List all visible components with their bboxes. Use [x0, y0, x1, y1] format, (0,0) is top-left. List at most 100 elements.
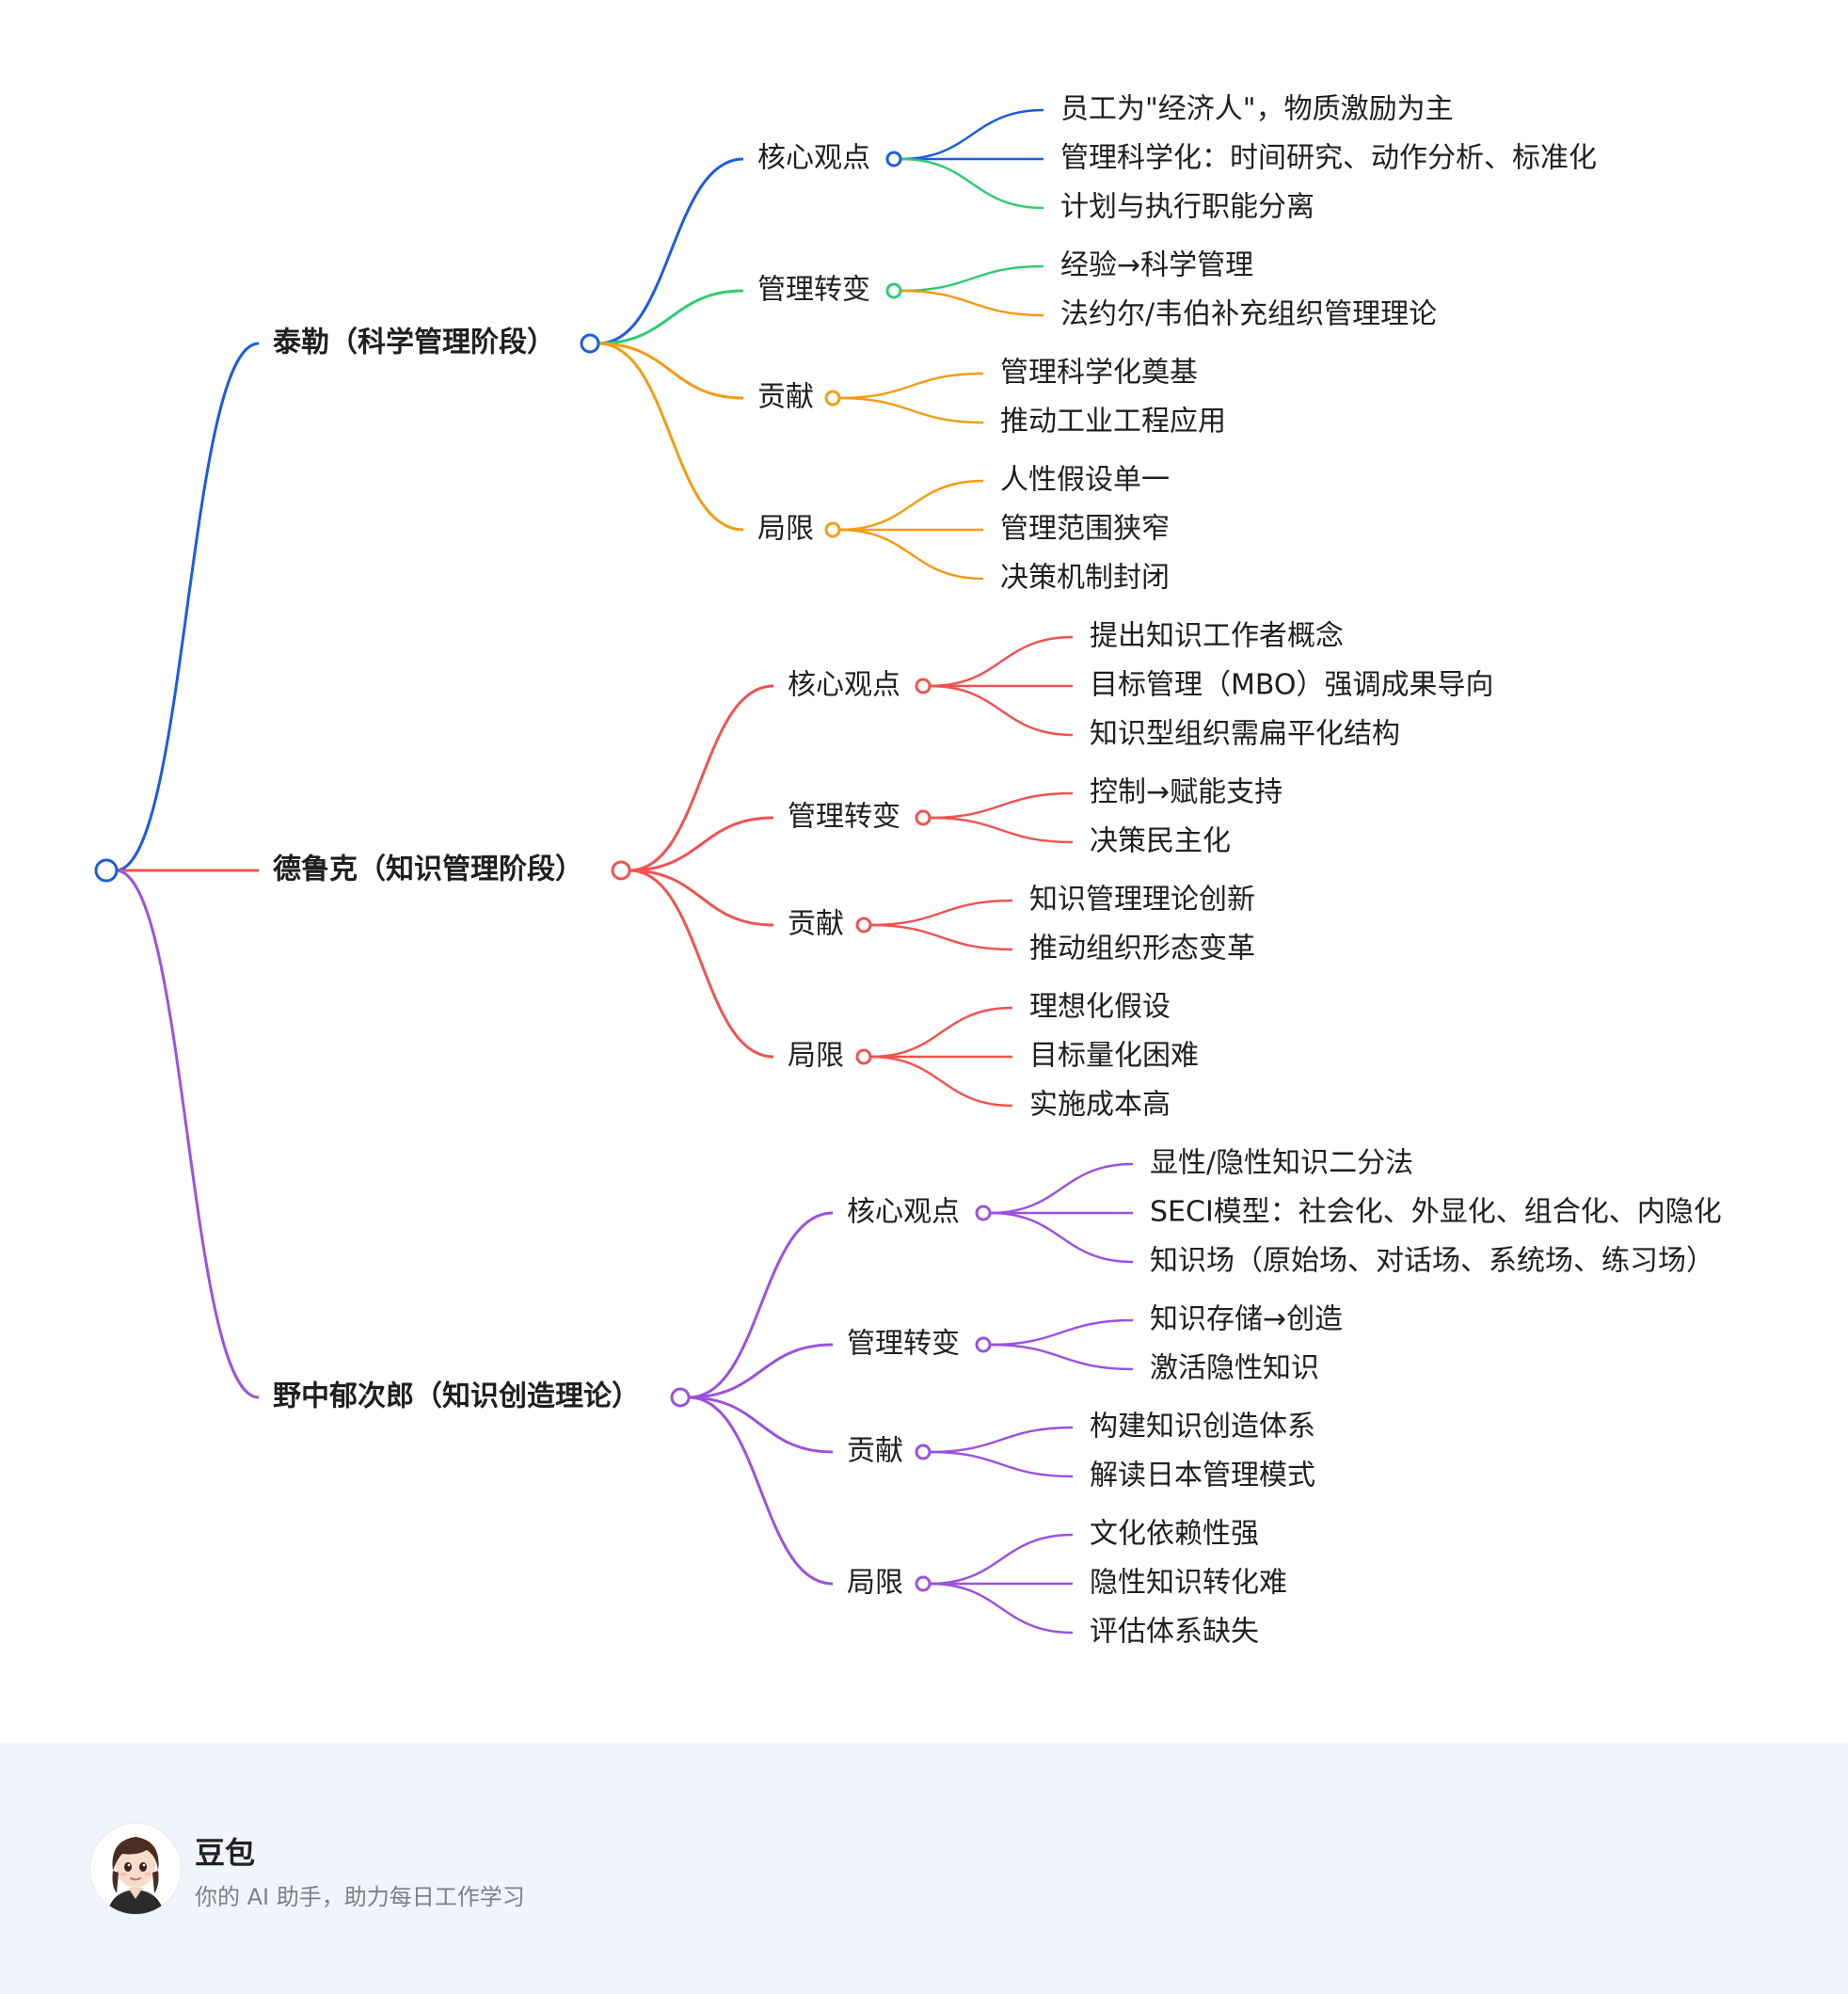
edge-topic-to-leaf [869, 923, 1013, 951]
topic-node [824, 521, 841, 538]
root-node [94, 858, 119, 883]
avatar [90, 1824, 181, 1914]
edge-topic-to-leaf [838, 372, 984, 400]
edge-branch-to-topic [597, 342, 744, 532]
topic-label: 贡献 [788, 908, 844, 941]
edge-branch-to-topic [629, 684, 774, 872]
edge-topic-to-leaf [900, 264, 1044, 293]
brand-slogan: 你的 AI 助手，助力每日工作学习 [195, 1884, 525, 1910]
leaf-label: 解读日本管理模式 [1090, 1460, 1315, 1492]
avatar-illustration [90, 1824, 181, 1914]
edge-topic-to-leaf [929, 684, 1074, 737]
branch-node [611, 860, 631, 881]
edge-root-to-branch [115, 869, 260, 1399]
leaf-label: 目标管理（MBO）强调成果导向 [1090, 669, 1494, 702]
topic-node [885, 151, 902, 167]
leaf-label: 管理范围狭窄 [1000, 513, 1170, 546]
topic-node [824, 390, 841, 407]
topic-label: 贡献 [847, 1435, 903, 1468]
edge-topic-to-leaf [900, 289, 1044, 317]
edge-topic-to-leaf [929, 1582, 1074, 1635]
leaf-label: 文化依赖性强 [1090, 1518, 1259, 1551]
edge-topic-to-leaf [869, 899, 1013, 927]
topic-node [915, 1444, 932, 1460]
topic-label: 局限 [757, 513, 814, 546]
edge-topic-to-leaf [989, 1162, 1134, 1215]
edge-branch-to-topic [629, 816, 774, 872]
topic-label: 管理转变 [757, 274, 870, 307]
edge-topic-to-leaf [900, 108, 1044, 161]
topic-label: 贡献 [757, 381, 814, 414]
footer: 豆包 你的 AI 助手，助力每日工作学习 [0, 1743, 1848, 1994]
leaf-label: 控制→赋能支持 [1090, 776, 1282, 809]
topic-label: 核心观点 [757, 142, 870, 175]
leaf-label: 计划与执行职能分离 [1060, 191, 1314, 224]
topic-node [855, 1048, 872, 1065]
leaf-label: 知识存储→创造 [1150, 1303, 1343, 1336]
leaf-label: 决策机制封闭 [1000, 562, 1170, 595]
leaf-label: 员工为"经济人"，物质激励为主 [1060, 93, 1454, 126]
edge-topic-to-leaf [929, 791, 1074, 820]
topic-node [855, 917, 872, 933]
leaf-label: 经验→科学管理 [1060, 249, 1253, 282]
topic-node [885, 282, 902, 299]
topic-node [915, 678, 932, 694]
topic-label: 管理转变 [847, 1328, 960, 1361]
leaf-label: 理想化假设 [1029, 991, 1171, 1024]
mindmap-edges [115, 108, 1134, 1635]
topic-label: 管理转变 [788, 801, 900, 834]
leaf-label: 激活隐性知识 [1150, 1352, 1319, 1385]
mindmap-canvas: 泰勒（科学管理阶段） 核心观点 员工为"经济人"，物质激励为主管理科学化：时间研究、… [94, 93, 1722, 1649]
branch-node [580, 333, 600, 354]
leaf-label: 管理科学化：时间研究、动作分析、标准化 [1060, 142, 1597, 175]
edge-root-to-branch [115, 342, 260, 872]
mindmap-nodes [94, 151, 992, 1592]
edge-topic-to-leaf [838, 528, 984, 581]
branch-label: 泰勒（科学管理阶段） [273, 327, 555, 359]
leaf-label: 显性/隐性知识二分法 [1150, 1147, 1413, 1180]
edge-topic-to-leaf [900, 157, 1044, 210]
leaf-label: 提出知识工作者概念 [1090, 620, 1344, 653]
topic-node [975, 1336, 992, 1353]
leaf-label: 推动工业工程应用 [1000, 406, 1226, 439]
branch-node [670, 1387, 691, 1408]
edge-branch-to-topic [688, 1211, 834, 1399]
topic-label: 核心观点 [788, 669, 900, 702]
leaf-label: 法约尔/韦伯补充组织管理理论 [1060, 298, 1437, 331]
leaf-label: 决策民主化 [1090, 825, 1231, 858]
leaf-label: 管理科学化奠基 [1000, 357, 1198, 390]
edge-topic-to-leaf [869, 1055, 1013, 1108]
brand-name: 豆包 [195, 1835, 256, 1871]
leaf-label: 知识场（原始场、对话场、系统场、练习场） [1150, 1245, 1714, 1278]
edge-topic-to-leaf [989, 1211, 1134, 1264]
leaf-label: 实施成本高 [1029, 1089, 1171, 1122]
edge-branch-to-topic [688, 1396, 834, 1454]
branch-label: 野中郁次郎（知识创造理论） [273, 1380, 640, 1413]
edge-branch-to-topic [629, 869, 774, 1059]
edge-topic-to-leaf [929, 1426, 1074, 1454]
mindmap-labels: 泰勒（科学管理阶段） 核心观点 员工为"经济人"，物质激励为主管理科学化：时间研究、… [273, 93, 1722, 1649]
leaf-label: 隐性知识转化难 [1090, 1567, 1287, 1600]
topic-node [975, 1204, 992, 1221]
edge-topic-to-leaf [838, 396, 984, 424]
edge-branch-to-topic [597, 342, 744, 400]
leaf-label: 评估体系缺失 [1090, 1616, 1259, 1649]
edge-branch-to-topic [629, 869, 774, 927]
edge-topic-to-leaf [989, 1343, 1134, 1371]
leaf-label: SECI模型：社会化、外显化、组合化、内隐化 [1150, 1196, 1722, 1229]
edge-branch-to-topic [597, 289, 744, 345]
leaf-label: 构建知识创造体系 [1090, 1411, 1315, 1444]
leaf-label: 目标量化困难 [1029, 1040, 1199, 1073]
edge-topic-to-leaf [929, 1533, 1074, 1586]
leaf-label: 知识型组织需扁平化结构 [1090, 718, 1400, 751]
topic-node [915, 809, 932, 826]
edge-branch-to-topic [688, 1396, 834, 1586]
edge-topic-to-leaf [929, 635, 1074, 688]
edge-topic-to-leaf [869, 1006, 1013, 1059]
topic-label: 核心观点 [847, 1196, 960, 1229]
edge-topic-to-leaf [989, 1318, 1134, 1347]
branch-label: 德鲁克（知识管理阶段） [273, 853, 583, 886]
edge-branch-to-topic [688, 1343, 834, 1399]
leaf-label: 人性假设单一 [1000, 464, 1170, 497]
leaf-label: 推动组织形态变革 [1029, 933, 1255, 965]
